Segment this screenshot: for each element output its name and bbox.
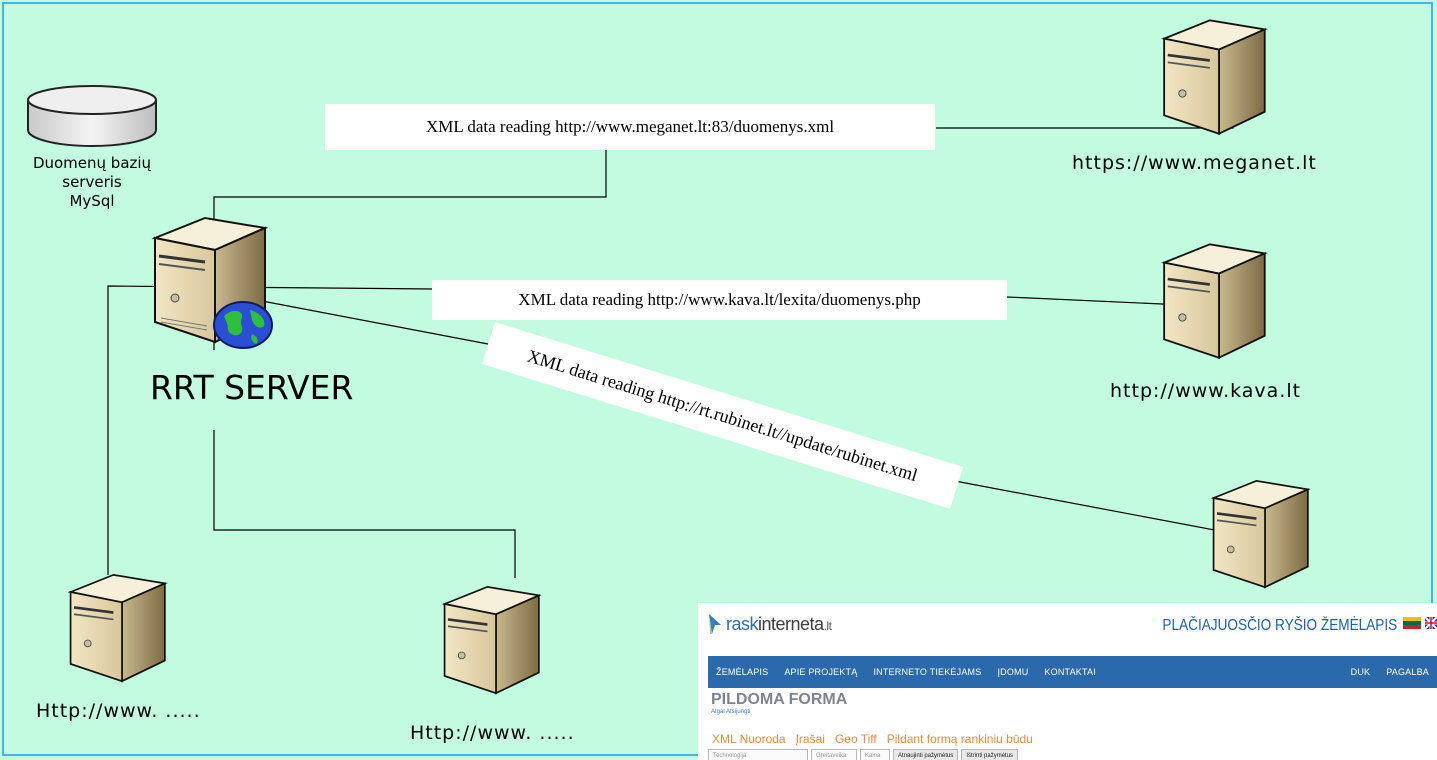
update-selected-button[interactable]: Atnaujinti pažymėtus <box>893 749 959 760</box>
site-filters: Technologija Greitaveika Kaina Atnaujint… <box>708 749 1019 760</box>
line-rrt-to-client2 <box>213 430 516 578</box>
site-nav-bar: ŽEMĖLAPIS APIE PROJEKTĄ INTERNETO TIEKĖJ… <box>708 656 1437 688</box>
nav-item-map[interactable]: ŽEMĖLAPIS <box>716 667 769 677</box>
database-label: Duomenų bazių serveris MySql <box>22 154 162 211</box>
database-label-line3: MySql <box>69 192 115 210</box>
site-logo-text: raskinterneta.lt <box>726 613 832 635</box>
price-field[interactable]: Kaina <box>860 749 890 760</box>
logo-accent: interneta <box>758 613 824 634</box>
meganet-server-label: https://www.meganet.lt <box>1072 152 1317 174</box>
line-rrt-to-rubinet-label <box>261 300 489 345</box>
database-label-line2: serveris <box>62 173 122 191</box>
tab-xml-link[interactable]: XML Nuoroda <box>712 732 786 746</box>
site-back-links[interactable]: Atgal Atsijungti <box>711 709 751 715</box>
nav-item-interesting[interactable]: ĮDOMU <box>997 667 1029 677</box>
client2-server-label: Http://www. ..... <box>410 722 575 744</box>
tab-records[interactable]: Įrašai <box>795 732 825 746</box>
website-screenshot: raskinterneta.lt PLAČIAJUOSČIO RYŠIO ŽEM… <box>698 603 1437 760</box>
rrt-server-label: RRT SERVER <box>150 368 354 407</box>
technology-select[interactable]: Technologija <box>708 749 808 760</box>
meganet-link-label: XML data reading http://www.meganet.lt:8… <box>325 104 935 150</box>
nav-item-help[interactable]: PAGALBA <box>1386 667 1429 677</box>
client2-server-icon <box>441 585 542 695</box>
site-tabs: XML Nuoroda Įrašai Geo Tiff Pildant form… <box>712 732 1033 746</box>
globe-icon <box>213 301 273 349</box>
language-flags[interactable] <box>1403 617 1437 629</box>
kava-server-label: http://www.kava.lt <box>1110 380 1302 402</box>
uk-flag-icon[interactable] <box>1425 617 1437 629</box>
tab-manual-form[interactable]: Pildant formą rankiniu būdu <box>886 732 1033 746</box>
database-label-line1: Duomenų bazių <box>32 154 152 172</box>
database-icon <box>27 85 157 147</box>
rubinet-server-icon <box>1210 479 1311 589</box>
tab-geotiff[interactable]: Geo Tiff <box>834 732 877 746</box>
nav-right-group: DUK PAGALBA <box>1343 667 1437 677</box>
lithuania-flag-icon[interactable] <box>1403 617 1421 629</box>
client1-server-icon <box>67 573 168 683</box>
nav-item-contacts[interactable]: KONTAKTAI <box>1044 667 1096 677</box>
delete-selected-button[interactable]: Ištrinti pažymėtus <box>961 749 1019 760</box>
kava-link-label: XML data reading http://www.kava.lt/lexi… <box>432 280 1007 320</box>
nav-item-about[interactable]: APIE PROJEKTĄ <box>784 667 858 677</box>
logo-suffix: .lt <box>823 618 832 633</box>
site-map-title: PLAČIAJUOSČIO RYŠIO ŽEMĖLAPIS <box>1162 617 1397 634</box>
nav-item-providers[interactable]: INTERNETO TIEKĖJAMS <box>873 667 982 677</box>
cursor-arrow-icon <box>709 614 721 634</box>
nav-item-faq[interactable]: DUK <box>1350 667 1371 677</box>
kava-server-icon <box>1160 243 1268 360</box>
logo-main: rask <box>726 613 759 634</box>
client1-server-label: Http://www. ..... <box>36 700 201 722</box>
site-logo[interactable]: raskinterneta.lt <box>708 613 832 635</box>
speed-select[interactable]: Greitaveika <box>811 749 857 760</box>
line-rrt-to-kava-label <box>107 285 433 575</box>
meganet-server-icon <box>1160 19 1268 136</box>
site-page-title: PILDOMA FORMA <box>711 691 848 708</box>
